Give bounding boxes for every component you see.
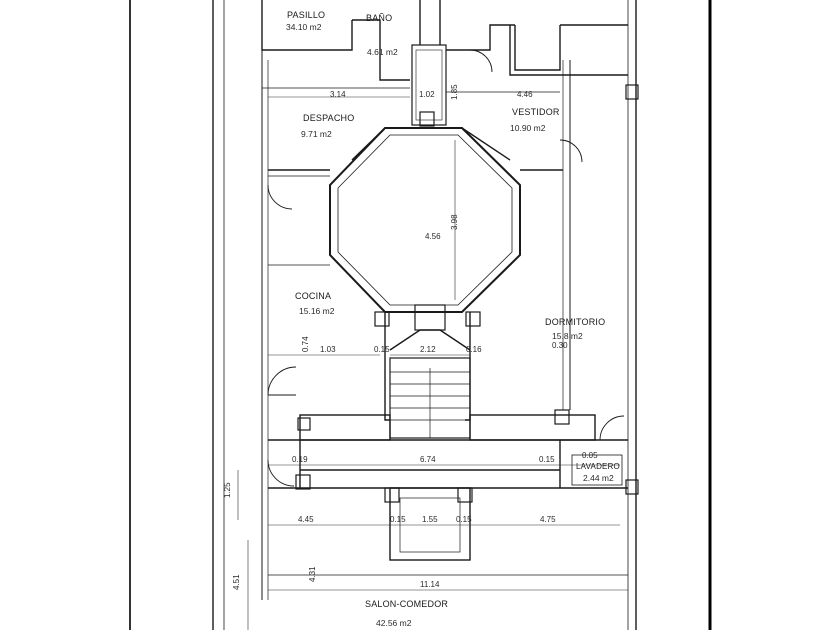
dim-label: 1.02 [419, 90, 435, 99]
room-name-salon: SALON-COMEDOR [365, 599, 449, 609]
room-area-cocina: 15.16 m2 [299, 306, 335, 316]
room-name-vestidor: VESTIDOR [512, 107, 560, 117]
room-name-dormitorio: DORMITORIO [545, 317, 606, 327]
room-area-salon: 42.56 m2 [376, 618, 412, 628]
dim-label: 11.14 [420, 580, 440, 589]
dim-label: 4.56 [425, 232, 441, 241]
room-name-bano: BAÑO [366, 13, 393, 23]
dim-label: 3.14 [330, 90, 346, 99]
dim-label: 0.15 [539, 455, 555, 464]
sheet-border [129, 0, 712, 630]
room-area-vestidor: 10.90 m2 [510, 123, 546, 133]
dim-label: 0.05 [582, 451, 598, 460]
dim-label: 1.25 [223, 482, 232, 498]
dimension-lines [237, 96, 628, 630]
dim-label: 1.55 [422, 515, 438, 524]
dim-label: 0.15 [374, 345, 390, 354]
room-area-bano: 4.61 m2 [367, 47, 398, 57]
door-swings [267, 49, 625, 487]
room-name-despacho: DESPACHO [303, 113, 355, 123]
dim-label: 0.15 [456, 515, 472, 524]
dim-label: 0.16 [466, 345, 482, 354]
dim-label: 0.19 [292, 455, 308, 464]
room-name-cocina: COCINA [295, 291, 332, 301]
dim-label: 4.51 [232, 574, 241, 590]
plan-walls [212, 0, 637, 630]
plan-pillars [295, 84, 639, 503]
dim-label: 1.85 [450, 84, 459, 100]
room-area-dormitorio: 15.8 m2 [552, 331, 583, 341]
room-area-despacho: 9.71 m2 [301, 129, 332, 139]
dim-label: 4.31 [308, 566, 317, 582]
dim-label: 0.15 [390, 515, 406, 524]
room-area-lavadero: 2.44 m2 [583, 473, 614, 483]
dim-label: 4.45 [298, 515, 314, 524]
dim-label: 6.74 [420, 455, 436, 464]
dim-label: 4.46 [517, 90, 533, 99]
dim-label: 3.98 [450, 214, 459, 230]
room-area-pasillo: 34.10 m2 [286, 22, 322, 32]
dim-label: 4.75 [540, 515, 556, 524]
room-name-lavadero: LAVADERO [576, 462, 620, 471]
dim-label: 2.12 [420, 345, 436, 354]
dim-label: 0.74 [301, 336, 310, 352]
dim-label: 0.30 [552, 341, 568, 350]
dim-label: 1.03 [320, 345, 336, 354]
room-name-pasillo: PASILLO [287, 10, 326, 20]
